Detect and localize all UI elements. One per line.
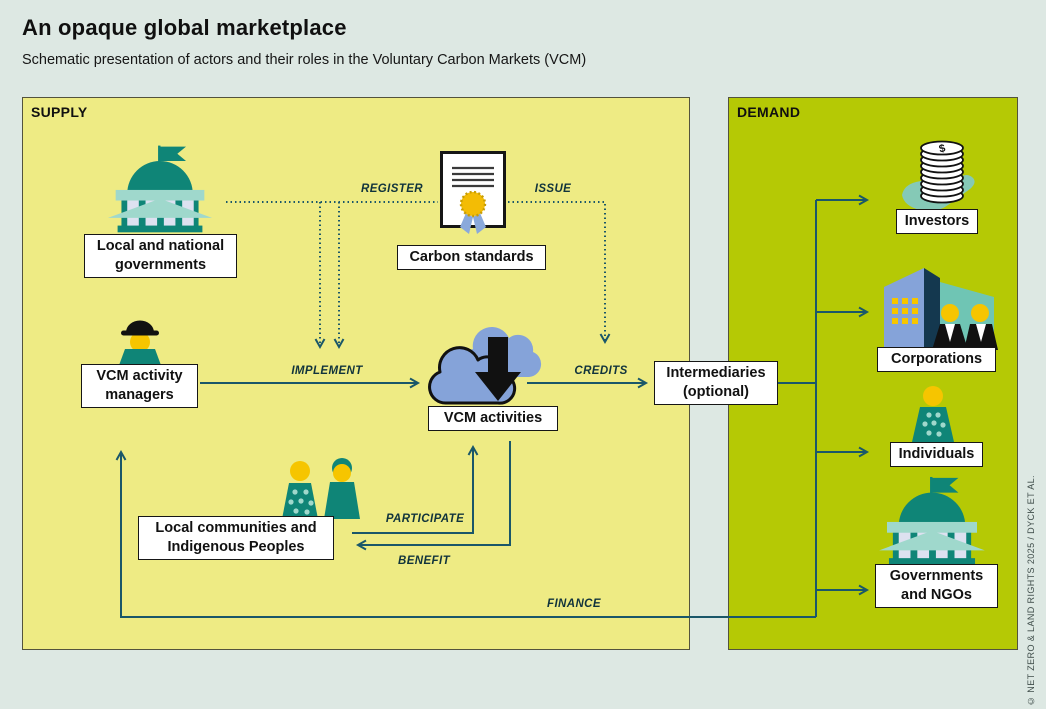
- investors-label: Investors: [896, 209, 978, 235]
- individuals-label: Individuals: [890, 442, 983, 468]
- worker-icon: [118, 320, 162, 368]
- finance-flow-label: FINANCE: [547, 598, 601, 610]
- page-title: An opaque global marketplace: [22, 15, 347, 40]
- clouds-arrow-icon: [428, 326, 542, 405]
- community-people-icon: [282, 458, 360, 519]
- individual-person-icon: [912, 386, 954, 442]
- government-building-icon: [107, 145, 213, 233]
- copyright-credit: © NET ZERO & LAND RIGHTS 2025 / DYCK ET …: [1026, 475, 1036, 706]
- corporations-icon: [884, 268, 998, 350]
- credits-flow-label: CREDITS: [574, 365, 628, 377]
- government-ngo-building-icon: [879, 476, 985, 565]
- demand-panel-title: DEMAND: [737, 104, 801, 120]
- participate-flow-label: PARTICIPATE: [385, 513, 465, 525]
- local-communities-label: Local communities and Indigenous Peoples: [138, 516, 334, 561]
- issue-flow-label: ISSUE: [534, 183, 572, 195]
- local-governments-label: Local and national governments: [84, 234, 237, 279]
- corporations-label: Corporations: [877, 347, 996, 373]
- implement-flow-label: IMPLEMENT: [291, 365, 363, 377]
- register-flow-label: REGISTER: [361, 183, 423, 195]
- coin-dollar-glyph: $: [938, 142, 947, 155]
- certificate-icon: [440, 151, 506, 234]
- intermediaries-label: Intermediaries (optional): [654, 361, 778, 406]
- vcm-managers-label: VCM activity managers: [81, 364, 198, 409]
- benefit-flow-label: BENEFIT: [398, 555, 450, 567]
- page-subtitle: Schematic presentation of actors and the…: [22, 52, 587, 68]
- carbon-standards-label: Carbon standards: [397, 245, 546, 271]
- governments-ngos-label: Governments and NGOs: [875, 564, 998, 609]
- coins-hand-icon: $: [902, 140, 975, 212]
- vcm-activities-label: VCM activities: [428, 406, 558, 432]
- supply-panel-title: SUPPLY: [31, 104, 88, 120]
